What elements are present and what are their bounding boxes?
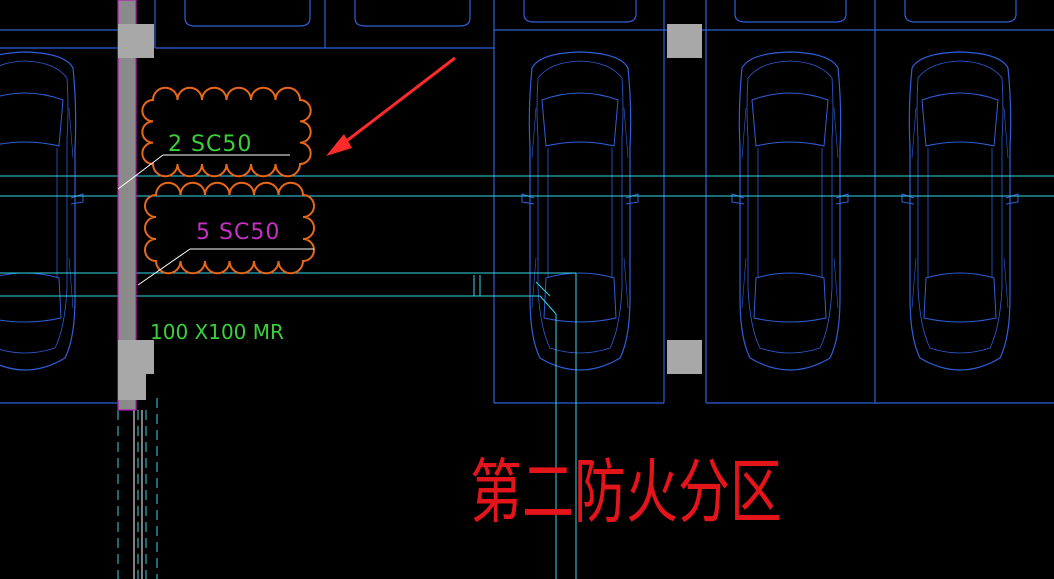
parking-grid xyxy=(0,0,1054,404)
wall xyxy=(117,0,137,411)
cable-label-5sc50: 5 SC50 xyxy=(196,220,280,245)
red-arrow xyxy=(326,56,456,156)
revision-clouds xyxy=(141,86,315,275)
columns xyxy=(118,24,702,400)
riser-lines xyxy=(133,410,143,579)
cable-tray xyxy=(0,175,1054,579)
cable-label-2sc50: 2 SC50 xyxy=(168,132,252,157)
fire-zone-label: 第二防火分区 xyxy=(470,451,782,533)
tray-size-label: 100 X100 MR xyxy=(150,320,284,344)
leader-lines xyxy=(117,154,314,286)
